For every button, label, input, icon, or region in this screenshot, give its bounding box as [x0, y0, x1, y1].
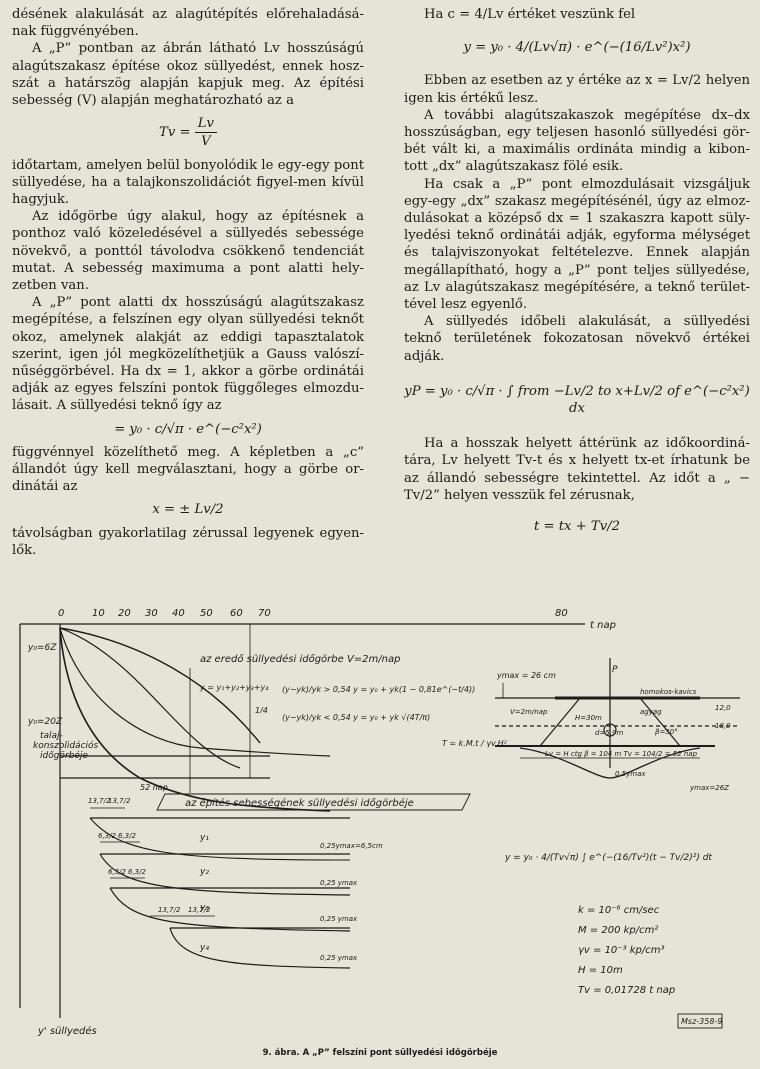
- y0-mid-label: y₀=20Z: [27, 717, 63, 727]
- right-paragraph-6: Ha a hosszak helyett áttérünk az időkoor…: [404, 436, 750, 503]
- tick-10: 10: [92, 608, 105, 619]
- speed-curve-label: az építés sebességének süllyedési időgör…: [185, 797, 414, 809]
- right-paragraph-1: Ha c = 4/Lv értéket veszünk fel: [424, 7, 636, 22]
- y0-top-label: y₀=6Z: [27, 643, 57, 653]
- resulting-curve-label: az eredő süllyedési időgörbe V=2m/nap: [200, 653, 400, 665]
- figure-stamp: Msz-358-9: [681, 1017, 722, 1026]
- Lv-label: Lv = H ctg β = 104 m Tv = 104/2 = 52 nap: [545, 750, 698, 758]
- left-equation-3: x = ± Lv/2: [152, 502, 224, 518]
- dim-1: 13,7/2: [88, 797, 111, 805]
- H-label: H=30m: [575, 714, 602, 722]
- y4-label: y₄: [199, 943, 209, 953]
- left-equation-2: = y₀ · c/√π · e^(−c²x²): [114, 421, 262, 437]
- velocity-label: V=2m/nap: [510, 708, 548, 716]
- right-paragraph-4: Ha csak a „P” pont elmozdulásait vizsgál…: [404, 176, 750, 313]
- talaj-label: talaj-: [40, 731, 63, 741]
- y3-label: y₃: [199, 903, 209, 913]
- consolidation-curve: [59, 627, 331, 757]
- quarter-label: 1/4: [255, 706, 268, 715]
- quarter-ymax-d: 0,25 ymax: [320, 954, 358, 962]
- left-paragraph-6: függvénnyel közelíthető meg. A képletben…: [12, 444, 364, 495]
- left-paragraph-2: A „P” pontban az ábrán látható Lv hosszú…: [12, 41, 364, 109]
- right-column: Ha c = 4/Lv értéket veszünk fel y = y₀ ·…: [404, 6, 750, 549]
- settlement-time-diagram: 0 10 20 30 40 50 60 70 80 t nap y' sülly…: [19, 608, 740, 1037]
- param-k: k = 10⁻⁶ cm/sec: [578, 905, 660, 916]
- gravel-label: homokos-kavics: [640, 688, 697, 696]
- left-paragraph-5: A „P” pont alatti dx hosszúságú alagútsz…: [12, 295, 364, 414]
- left-paragraph-1: désének alakulását az alagútépítés előre…: [12, 7, 364, 40]
- eq1-denominator: V: [201, 134, 211, 150]
- y2-label: y₂: [199, 867, 209, 877]
- dim-2: 13,7/2: [108, 797, 131, 805]
- time-axis-label: t nap: [590, 620, 616, 631]
- param-Tv: Tv = 0,01728 t nap: [578, 985, 675, 996]
- half-ymax-label: 0,5ymax: [615, 770, 646, 778]
- param-H: H = 10m: [578, 965, 623, 976]
- quarter-ymax-b: 0,25 ymax: [320, 879, 358, 887]
- left-column: désének alakulását az alagútépítés előre…: [12, 6, 364, 559]
- eq1-lhs: Tv =: [159, 125, 191, 141]
- tick-50: 50: [200, 608, 213, 619]
- 52nap-label: 52 nap: [140, 783, 168, 792]
- right-paragraph-2: Ebben az esetben az y értéke az x = Lv/2…: [404, 73, 750, 106]
- ymax-label: ymax = 26 cm: [496, 671, 556, 680]
- dim-6: 6,3/2: [128, 868, 146, 876]
- quarter-ymax-c: 0,25 ymax: [320, 915, 358, 923]
- idogorbe-label: időgörbéje: [40, 750, 88, 761]
- integral-formula: y = y₀ · 4/(Tv√π) ∫ e^(−(16/Tv²)(t − Tv/…: [504, 852, 712, 863]
- quarter-ymax-a: 0,25ymax=6,5cm: [320, 842, 383, 850]
- right-equation-1: y = y₀ · 4/(Lv√π) · e^(−(16/Lv²)x²): [463, 40, 691, 56]
- settlement-axis-label: y' süllyedés: [37, 1025, 97, 1037]
- dim-4: 6,3/2: [118, 832, 136, 840]
- figure-9: 0 10 20 30 40 50 60 70 80 t nap y' sülly…: [0, 598, 760, 1043]
- tick-20: 20: [118, 608, 131, 619]
- left-paragraph-7: távolságban gyakorlatilag zérussal legye…: [12, 525, 364, 558]
- depth-18: 18,0: [715, 722, 731, 730]
- dim-7: 13,7/2: [158, 906, 181, 914]
- tick-30: 30: [145, 608, 158, 619]
- tick-0: 0: [58, 608, 64, 619]
- d-label: d=5,9m: [595, 729, 623, 737]
- clay-label: agyag: [640, 708, 662, 716]
- right-equation-3: t = tx + Tv/2: [534, 519, 620, 535]
- tick-40: 40: [172, 608, 185, 619]
- ymax26-label: ymax=26Z: [689, 784, 729, 792]
- tick-70: 70: [258, 608, 271, 619]
- right-paragraph-5: A süllyedés időbeli alakulását, a süllye…: [404, 314, 750, 364]
- dim-3: 6,3/2: [98, 832, 116, 840]
- left-paragraph-4: Az időgörbe úgy alakul, hogy az építésne…: [12, 209, 364, 294]
- beta-label: β=30°: [655, 728, 678, 736]
- param-gamma: γv = 10⁻³ kp/cm³: [578, 945, 665, 956]
- condition-2: (y−yk)/yk < 0,54 y = y₀ + yk √(4T/π): [282, 713, 430, 722]
- dim-8: 13,7/2: [188, 906, 211, 914]
- tick-60: 60: [230, 608, 243, 619]
- dim-5: 6,3/2: [108, 868, 126, 876]
- konsz-label: konszolidációs: [33, 740, 99, 751]
- y1-label: y₁: [199, 833, 209, 843]
- tick-80: 80: [555, 608, 568, 619]
- right-paragraph-3: A további alagútszakaszok megépítése dx–…: [404, 107, 750, 175]
- right-equation-2: yP = y₀ · c/√π · ∫ from −Lv/2 to x+Lv/2 …: [404, 383, 750, 417]
- left-paragraph-3: időtartam, amelyen belül bonyolódik le e…: [12, 157, 364, 208]
- param-M: M = 200 kp/cm²: [578, 925, 658, 936]
- T-formula: T = k.M.t / γv.H²: [442, 739, 508, 748]
- figure-caption: 9. ábra. A „P” felszíni pont süllyedési …: [262, 1048, 498, 1058]
- sum-label: y = y₁+y₂+y₃+y₄: [199, 683, 269, 692]
- eq1-numerator: Lv: [194, 115, 217, 134]
- total-curve: [59, 627, 261, 744]
- depth-12: 12,0: [715, 704, 731, 712]
- point-P-label: P: [612, 665, 618, 675]
- condition-1: (y−yk)/yk > 0,54 y = y₀ + yk(1 − 0,81e^(…: [282, 685, 475, 694]
